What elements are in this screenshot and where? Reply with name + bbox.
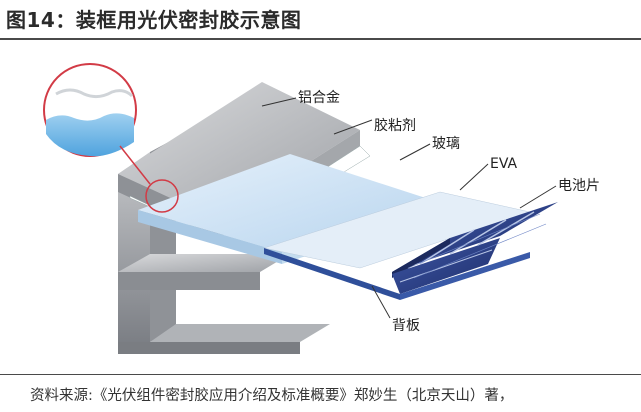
magnified-callout <box>43 63 179 213</box>
footer-divider <box>0 374 641 375</box>
solar-cells <box>392 202 558 294</box>
label-sealant: 胶粘剂 <box>374 117 416 134</box>
label-eva: EVA <box>490 156 518 172</box>
leader-lines <box>261 97 557 319</box>
label-cell: 电池片 <box>558 178 600 194</box>
label-aluminum: 铝合金 <box>298 90 340 106</box>
backsheet-layer <box>264 248 530 300</box>
source-note: 资料来源:《光伏组件密封胶应用介绍及标准概要》郑妙生（北京天山）著， <box>30 388 514 404</box>
label-backsheet: 背板 <box>392 318 420 334</box>
figure-title: 图14：装框用光伏密封胶示意图 <box>6 8 302 32</box>
pv-frame-diagram: 铝合金 胶粘剂 玻璃 EVA 电池片 背板 <box>43 63 600 354</box>
label-glass: 玻璃 <box>432 135 460 152</box>
title-divider <box>0 38 641 40</box>
